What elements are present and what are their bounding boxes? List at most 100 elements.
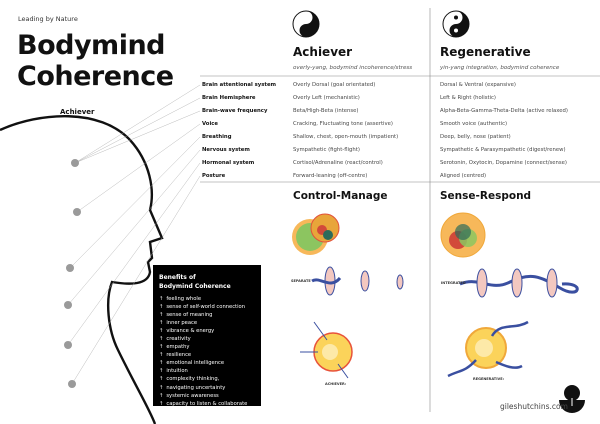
- benefit-item: ↑complexity thinking,: [159, 375, 255, 383]
- regenerative-cell: Deep, belly, nose (patient): [440, 134, 511, 140]
- arrow-up-icon: ↑: [159, 328, 164, 335]
- regenerative-cell: Dorsal & Ventral (expansive): [440, 82, 516, 88]
- regenerative-section-title: Sense-Respond: [440, 190, 532, 202]
- benefit-text: intuition: [166, 368, 188, 375]
- page-title: Bodymind Coherence: [17, 30, 174, 92]
- achiever-cell: Overly Left (mechanistic): [293, 95, 360, 101]
- benefit-text: vibrance & energy: [166, 328, 215, 335]
- row-label: Posture: [202, 173, 226, 179]
- row-label: Nervous system: [202, 147, 250, 153]
- figure-label: Achiever: [60, 108, 95, 116]
- benefit-item: ↑emotional intelligence: [159, 359, 255, 367]
- benefit-text: navigating uncertainty: [166, 384, 226, 391]
- title-line-2: Coherence: [17, 61, 174, 92]
- benefit-text: feeling whole: [166, 296, 202, 302]
- benefit-item: ↑navigating uncertainty: [159, 384, 255, 392]
- benefit-text: empathy: [166, 344, 190, 351]
- head-silhouette: [0, 114, 164, 424]
- benefit-text: creativity: [166, 336, 191, 343]
- title-line-1: Bodymind: [17, 30, 165, 61]
- website-link[interactable]: gileshutchins.com: [500, 402, 568, 411]
- benefits-title: Benefits of Bodymind Coherence: [159, 273, 255, 291]
- arrow-up-icon: ↑: [159, 352, 164, 359]
- arrow-up-icon: ↑: [159, 392, 164, 399]
- achiever-sphere-diagram: [300, 321, 353, 379]
- table-row: Hormonal system Cortisol/Adrenaline (reac…: [202, 157, 600, 170]
- arrow-up-icon: ↑: [159, 336, 164, 343]
- benefits-title-line-1: Benefits of: [159, 274, 196, 281]
- regenerative-cell: Smooth voice (authentic): [440, 121, 508, 127]
- arrow-up-icon: ↑: [159, 312, 164, 319]
- arrow-up-icon: ↑: [159, 344, 164, 351]
- benefit-item: ↑sense of self-world connection: [159, 303, 255, 311]
- regenerative-cell: Serotonin, Oxytocin, Dopamine (connect/s…: [440, 160, 567, 166]
- benefit-item: ↑creativity: [159, 335, 255, 343]
- achiever-cell: Beta/High-Beta (intense): [293, 108, 359, 114]
- achiever-section-title: Control-Manage: [293, 190, 388, 202]
- table-row: Breathing Shallow, chest, open-mouth (imp…: [202, 131, 600, 144]
- benefit-item: ↑resilience: [159, 351, 255, 359]
- row-label: Voice: [202, 121, 218, 127]
- benefit-text: sense of self-world connection: [166, 304, 245, 311]
- arrow-up-icon: ↑: [159, 304, 164, 311]
- body-points: [64, 159, 81, 388]
- benefit-text: emotional intelligence: [166, 360, 225, 367]
- row-label: Brain attentional system: [202, 82, 277, 88]
- body-point: [73, 208, 81, 216]
- body-point: [66, 264, 74, 272]
- achiever-separate-diagram: [311, 266, 404, 296]
- benefit-item: ↑capacity to listen & collaborate: [159, 400, 255, 408]
- benefits-title-line-2: Bodymind Coherence: [159, 283, 231, 290]
- tagline: Leading by Nature: [18, 15, 78, 23]
- separate-label: SEPARATE: [291, 279, 311, 283]
- regenerative-diagram-label: REGENERATIVE:: [473, 377, 504, 381]
- achiever-title: Achiever: [293, 45, 353, 59]
- benefit-text: systemic awareness: [166, 392, 219, 399]
- benefit-item: ↑empathy: [159, 343, 255, 351]
- regenerative-cell: Sympathetic & Parasympathetic (digest/re…: [440, 147, 566, 153]
- benefit-text: capacity to listen & collaborate: [166, 400, 248, 407]
- regenerative-title: Regenerative: [440, 45, 531, 59]
- table-row: Brain-wave frequency Beta/High-Beta (inte…: [202, 105, 600, 118]
- row-label: Hormonal system: [202, 160, 255, 166]
- achiever-cell: Shallow, chest, open-mouth (impatient): [293, 134, 399, 140]
- regenerative-cell: Alpha-Beta-Gamma-Theta-Delta (active rel…: [440, 108, 568, 114]
- table-row: Brain Hemisphere Overly Left (mechanistic…: [202, 92, 600, 105]
- benefit-item: ↑feeling whole: [159, 295, 255, 303]
- benefit-item: ↑intuition: [159, 367, 255, 375]
- benefit-text: complexity thinking,: [166, 376, 220, 383]
- benefit-text: inner peace: [166, 320, 198, 327]
- regenerative-sphere-diagram: [447, 320, 529, 378]
- yin-yang-icon: [442, 10, 470, 38]
- arrow-up-icon: ↑: [159, 368, 164, 375]
- arrow-up-icon: ↑: [159, 400, 164, 407]
- body-point: [64, 341, 72, 349]
- benefit-text: resilience: [166, 352, 192, 359]
- benefit-item: ↑systemic awareness: [159, 392, 255, 400]
- regenerative-cell: Left & Right (holistic): [440, 95, 496, 101]
- tree-logo: [559, 385, 585, 413]
- regenerative-brain-diagram: [440, 212, 486, 258]
- achiever-cell: Cortisol/Adrenaline (react/control): [293, 160, 383, 166]
- arrow-up-icon: ↑: [159, 296, 164, 302]
- row-label: Brain Hemisphere: [202, 95, 256, 101]
- benefit-text: sense of meaning: [166, 312, 213, 319]
- regenerative-integrated-diagram: [459, 268, 579, 298]
- arrow-up-icon: ↑: [159, 320, 164, 327]
- achiever-diagram-label: ACHIEVER:: [325, 382, 347, 386]
- achiever-brain-diagram: [292, 213, 340, 255]
- benefits-list: ↑feeling whole↑sense of self-world conne…: [159, 295, 255, 408]
- connector-lines: [67, 84, 201, 385]
- achiever-cell: Overly Dorsal (goal orientated): [293, 82, 376, 88]
- arrow-up-icon: ↑: [159, 376, 164, 383]
- regenerative-cell: Aligned (centred): [440, 173, 487, 179]
- yin-yang-icon: [292, 10, 320, 38]
- row-label: Breathing: [202, 134, 232, 140]
- row-label: Brain-wave frequency: [202, 108, 268, 114]
- body-point: [68, 380, 76, 388]
- table-row: Brain attentional system Overly Dorsal (g…: [202, 79, 600, 92]
